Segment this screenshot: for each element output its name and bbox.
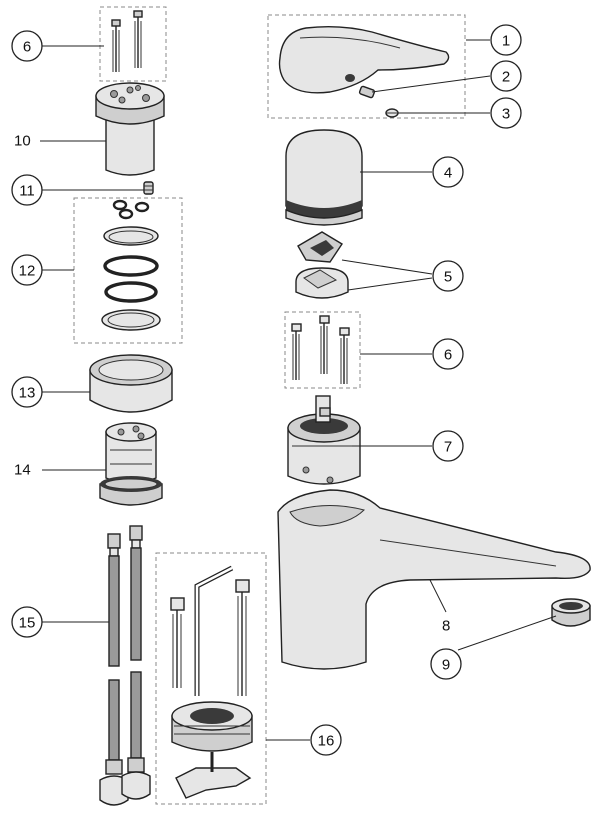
part-1-lever-handle — [278, 25, 450, 94]
callout-9: 9 — [430, 648, 462, 680]
svg-text:5: 5 — [444, 269, 452, 286]
leader-lines — [40, 39, 557, 741]
callout-15: 15 — [11, 606, 43, 638]
box-screws-top-left — [99, 6, 167, 82]
callout-5: 5 — [432, 260, 464, 292]
part-6-screws-left — [111, 10, 143, 72]
svg-text:15: 15 — [19, 615, 36, 632]
part-15-hoses — [99, 525, 151, 806]
part-12-seals — [101, 199, 161, 331]
callout-7: 7 — [432, 430, 464, 462]
svg-text:6: 6 — [23, 39, 31, 56]
part-14-valve-body — [99, 422, 163, 506]
svg-text:12: 12 — [19, 263, 36, 280]
part-11-pin — [143, 181, 154, 195]
svg-text:7: 7 — [444, 439, 452, 456]
part-7-cartridge — [287, 395, 361, 485]
label-part-10: 10 — [14, 133, 31, 150]
part-9-aerator — [551, 598, 591, 627]
callout-6-left: 6 — [11, 30, 43, 62]
svg-text:9: 9 — [442, 657, 450, 674]
svg-text:4: 4 — [444, 165, 452, 182]
svg-text:16: 16 — [318, 733, 335, 750]
part-2-grub-screw — [358, 85, 376, 99]
svg-text:3: 3 — [502, 106, 510, 123]
svg-text:13: 13 — [19, 385, 36, 402]
svg-text:1: 1 — [502, 33, 510, 50]
callout-12: 12 — [11, 254, 43, 286]
svg-text:6: 6 — [444, 347, 452, 364]
callout-4: 4 — [432, 156, 464, 188]
part-10-cap — [95, 82, 165, 176]
box-handle-group — [267, 14, 466, 119]
callout-2: 2 — [490, 60, 522, 92]
callout-3: 3 — [490, 97, 522, 129]
callout-6-right: 6 — [432, 338, 464, 370]
part-5-cams — [295, 231, 349, 299]
box-screws-right — [284, 311, 361, 389]
label-part-8: 8 — [442, 618, 450, 635]
box-mounting-kit — [155, 552, 267, 805]
svg-text:11: 11 — [19, 183, 35, 200]
callout-1: 1 — [490, 24, 522, 56]
callout-16: 16 — [310, 724, 342, 756]
svg-text:2: 2 — [502, 69, 510, 86]
part-3-plug — [385, 108, 399, 118]
part-16-mounting-kit — [170, 565, 253, 799]
part-8-tap-body — [277, 489, 591, 670]
part-6-screws-right — [291, 315, 350, 384]
part-13-sleeve — [89, 354, 173, 413]
callout-11: 11 — [11, 174, 43, 206]
part-4-dome-cover — [285, 129, 363, 226]
label-part-14: 14 — [14, 462, 31, 479]
callout-13: 13 — [11, 376, 43, 408]
